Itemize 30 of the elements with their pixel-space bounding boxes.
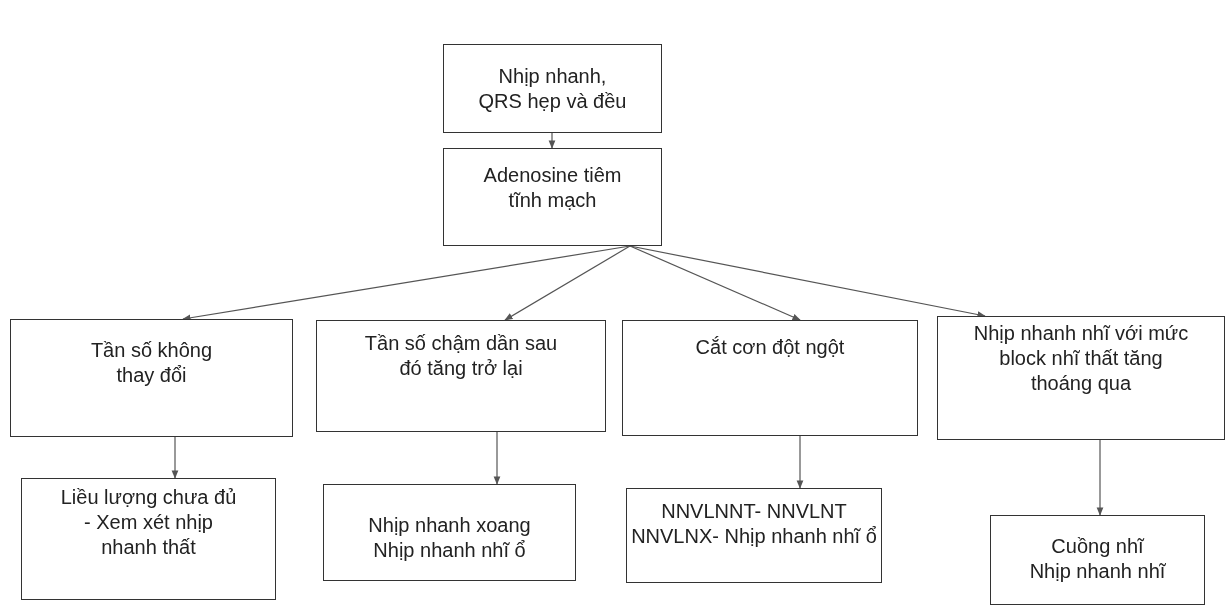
box-text: NNVLNX- Nhịp nhanh nhĩ ổ: [631, 524, 877, 549]
box-text: Adenosine tiêm tĩnh mạch: [482, 163, 623, 213]
process-box: [622, 320, 918, 436]
box-text: Liều lượng chưa đủ - Xem xét nhịp nhanh thất: [59, 485, 238, 560]
process-box: [443, 44, 662, 133]
box-text: NNVLNNT- NNVLNT: [661, 499, 847, 524]
process-box: [323, 484, 576, 581]
arrow: [796, 435, 804, 489]
process-box: [626, 488, 882, 583]
arrow: [548, 132, 556, 149]
box-text: Cuồng nhĩ: [1051, 534, 1144, 559]
process-box: [316, 320, 606, 432]
process-box: [10, 319, 293, 437]
arrow: [629, 245, 801, 321]
box-text: Cắt cơn đột ngột: [695, 335, 845, 360]
box-text: Nhịp nhanh nhĩ với mức block nhĩ thất tăng thoáng qua: [972, 321, 1190, 396]
arrow: [504, 245, 631, 321]
arrow: [1096, 439, 1104, 516]
arrow: [171, 436, 179, 479]
process-box: [937, 316, 1225, 440]
process-box: [443, 148, 662, 246]
box-text: Nhịp nhanh xoang: [368, 513, 531, 538]
arrow: [493, 431, 501, 485]
process-box: [21, 478, 276, 600]
process-box: [990, 515, 1205, 605]
box-text: Nhịp nhanh nhĩ: [1029, 559, 1166, 584]
box-text: Nhịp nhanh, QRS hẹp và đều: [478, 63, 627, 114]
box-text: Nhịp nhanh nhĩ ổ: [373, 538, 526, 563]
box-text: Tần số chậm dần sau đó tăng trở lại: [363, 331, 559, 381]
box-text: Tần số không thay đổi: [89, 338, 214, 388]
